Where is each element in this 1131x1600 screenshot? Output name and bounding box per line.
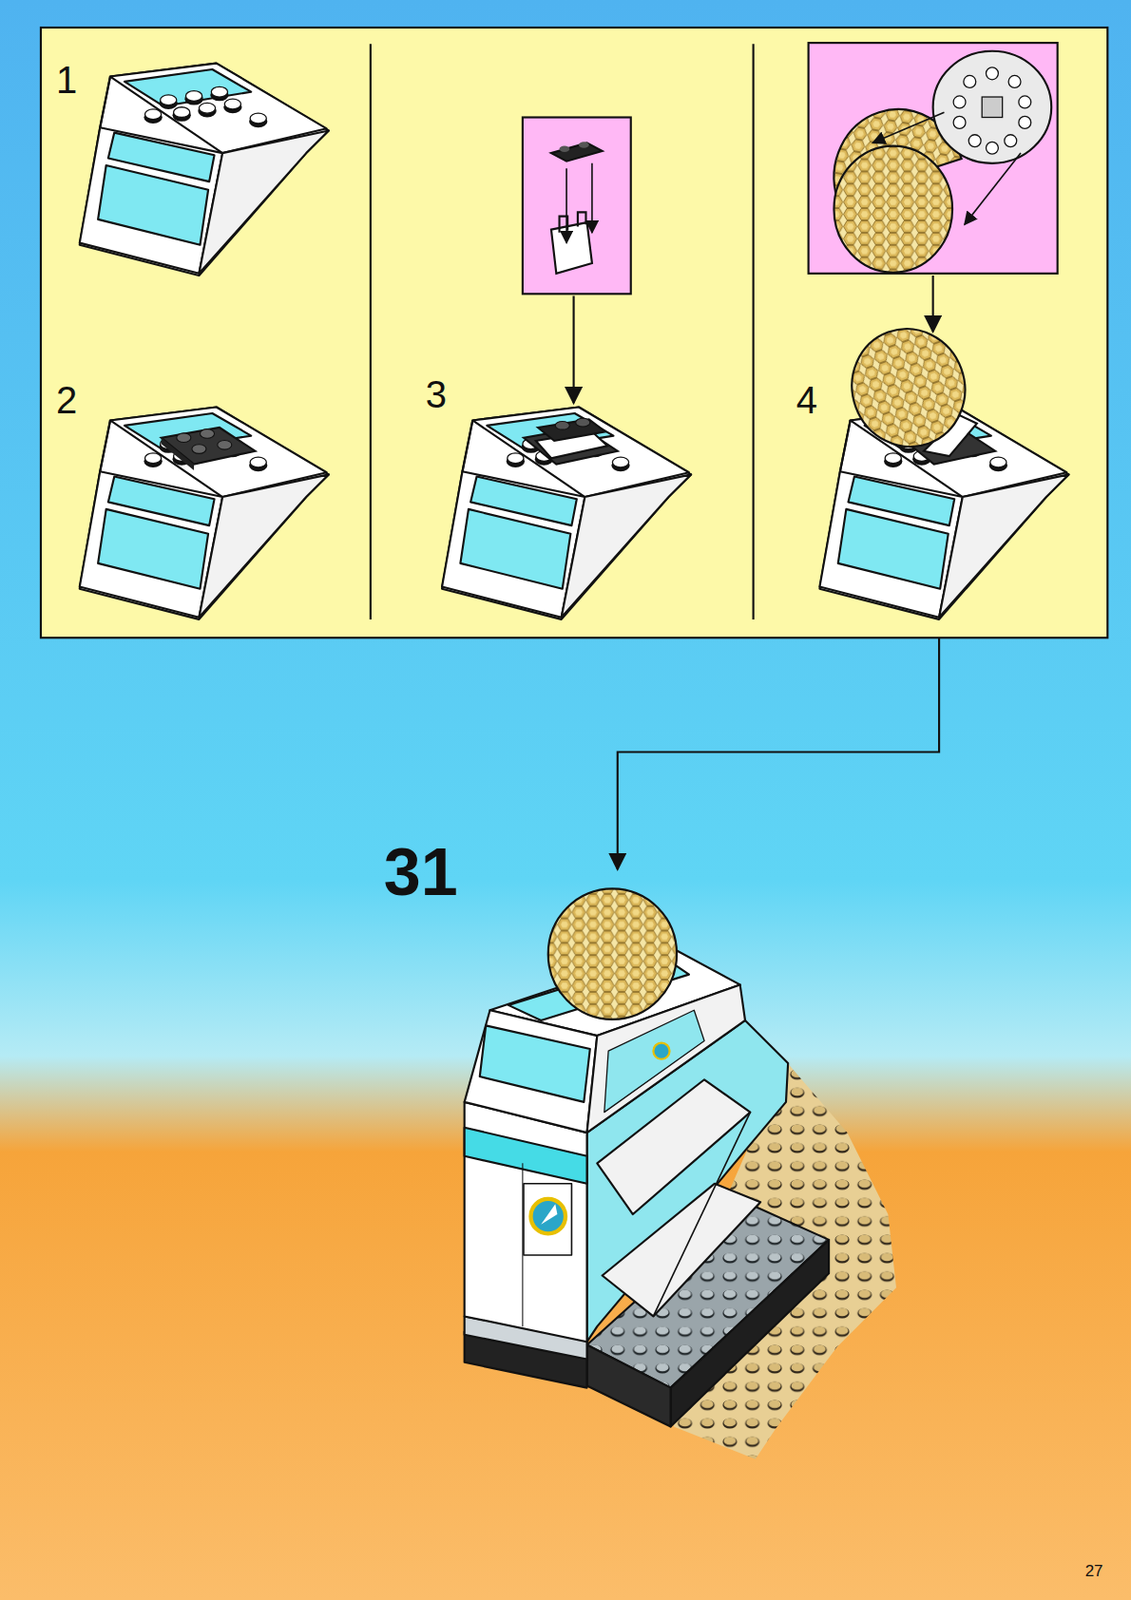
leader-arrow [617, 637, 940, 870]
callout-number: 31 [383, 839, 459, 906]
part-callout [808, 42, 1058, 332]
divider [752, 43, 755, 620]
part-callout [522, 117, 632, 404]
sub-steps-panel [40, 27, 1108, 638]
slope-brick [79, 63, 329, 276]
divider [369, 43, 372, 620]
slope-brick [819, 407, 1069, 620]
step-number: 3 [425, 375, 447, 414]
main-model [464, 888, 897, 1459]
satellite-dish [835, 312, 982, 462]
step-number: 1 [56, 60, 77, 99]
page-number: 27 [1085, 1563, 1104, 1580]
step-number: 4 [796, 381, 818, 420]
slope-brick [441, 407, 691, 620]
step-number: 2 [56, 381, 77, 420]
slope-brick [79, 407, 329, 620]
